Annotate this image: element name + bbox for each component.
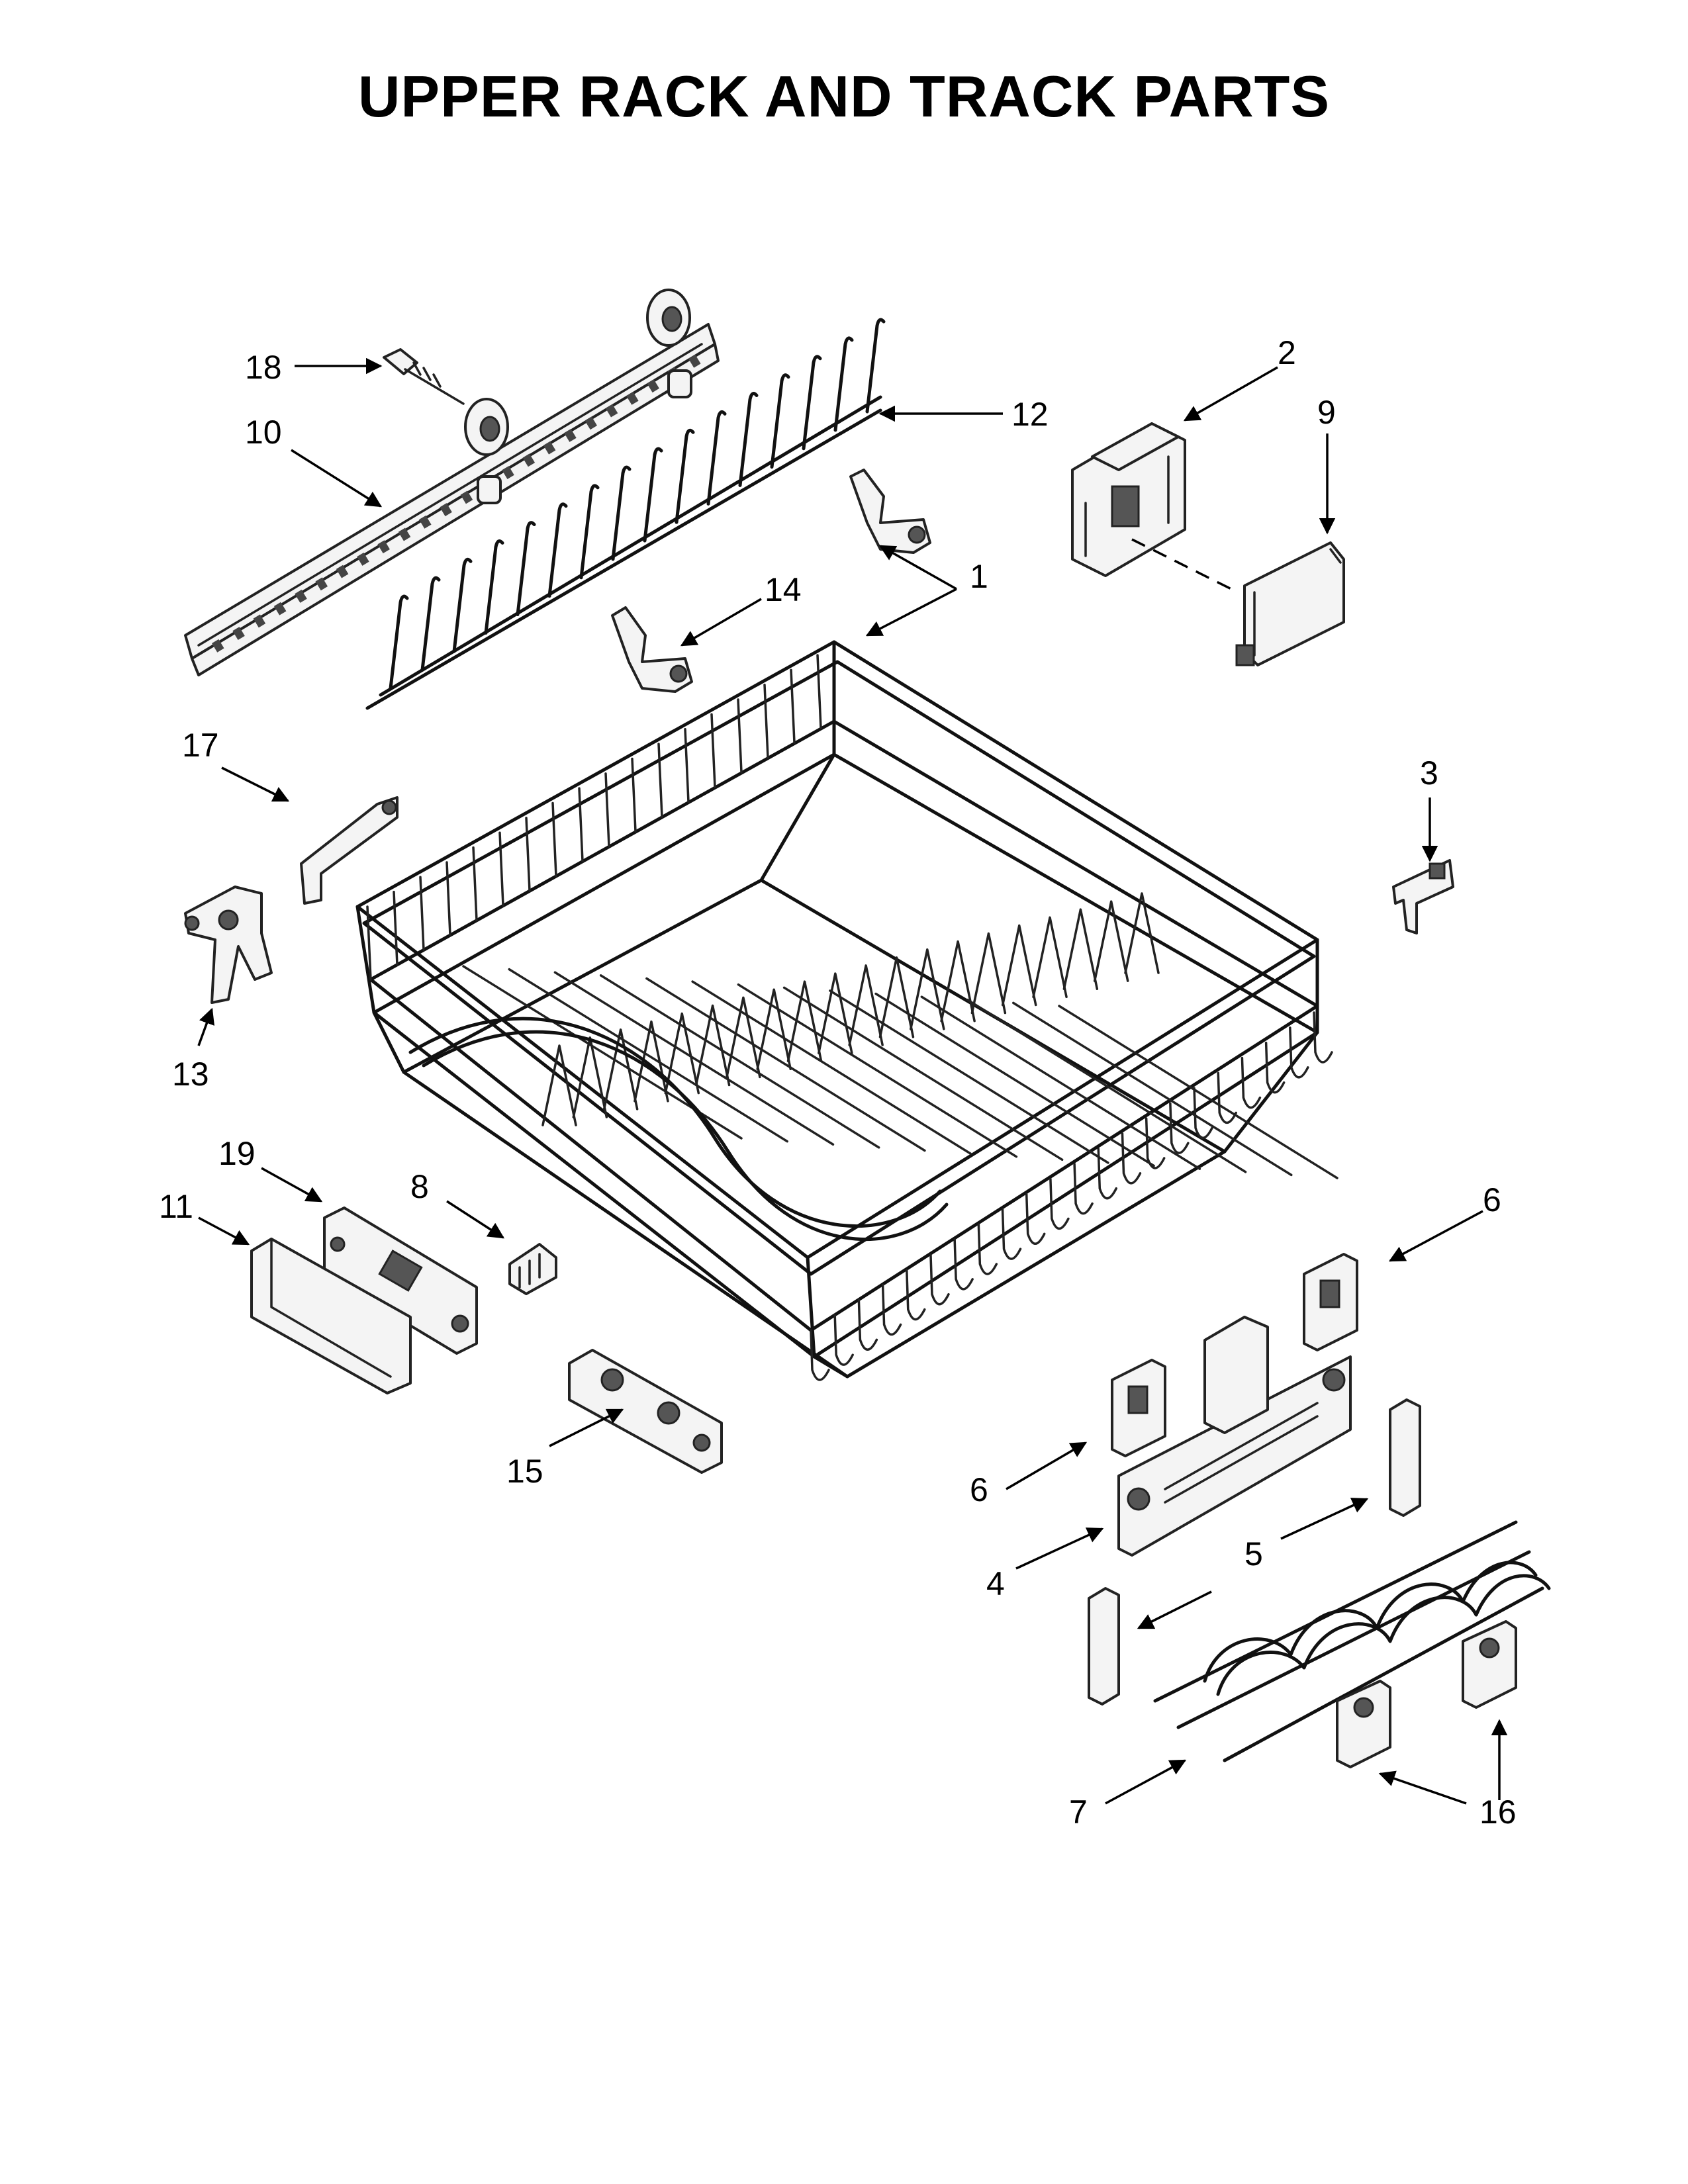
rack-clip-part-b — [611, 606, 693, 693]
callout-11: 11 — [159, 1188, 193, 1225]
handle-screw-part — [508, 1243, 557, 1295]
handle-cover-part — [250, 1238, 412, 1394]
callout-18: 18 — [245, 349, 282, 386]
tine-row-part — [365, 318, 886, 710]
screw-part — [383, 348, 465, 405]
latch-part — [184, 886, 273, 1004]
arm-part — [300, 796, 399, 905]
roller-part-b — [1462, 1620, 1517, 1709]
callout-19: 19 — [218, 1135, 256, 1172]
adjuster-clip-part-a — [1303, 1253, 1358, 1351]
callout-1: 1 — [970, 558, 988, 595]
callout-6-upper: 6 — [1483, 1181, 1501, 1218]
rack-guide-part-b — [1088, 1587, 1120, 1706]
handle-insert-part — [323, 1206, 478, 1355]
adjuster-clip-part-b — [1111, 1359, 1166, 1457]
callout-10: 10 — [245, 414, 282, 451]
wheel-carrier-part — [568, 1349, 723, 1474]
callout-17: 17 — [182, 727, 219, 764]
callout-9: 9 — [1317, 394, 1336, 431]
callout-4: 4 — [986, 1565, 1005, 1602]
track-bracket-part — [1071, 422, 1186, 577]
cover-part — [1131, 538, 1345, 666]
callout-6-lower: 6 — [970, 1471, 988, 1508]
rack-guide-part-a — [1389, 1398, 1421, 1517]
small-clip-part — [1392, 859, 1454, 934]
page-title: UPPER RACK AND TRACK PARTS — [357, 64, 1331, 129]
callout-13: 13 — [172, 1056, 209, 1093]
callout-16: 16 — [1479, 1794, 1517, 1831]
adjuster-plate-part — [1117, 1316, 1352, 1557]
callout-5: 5 — [1244, 1535, 1263, 1572]
callout-8: 8 — [410, 1168, 429, 1205]
rack-clip-part-a — [849, 469, 931, 554]
callout-3: 3 — [1420, 754, 1438, 792]
callout-12: 12 — [1011, 396, 1049, 433]
track-rail-part — [184, 289, 720, 676]
callout-7: 7 — [1069, 1794, 1088, 1831]
callout-14: 14 — [765, 571, 802, 608]
wire-tine-assembly-part — [1153, 1520, 1551, 1762]
callout-15: 15 — [506, 1453, 543, 1490]
leader-lines — [197, 357, 1508, 1805]
callout-2: 2 — [1278, 334, 1296, 371]
upper-rack-part — [355, 640, 1338, 1381]
roller-part-a — [1336, 1680, 1391, 1768]
